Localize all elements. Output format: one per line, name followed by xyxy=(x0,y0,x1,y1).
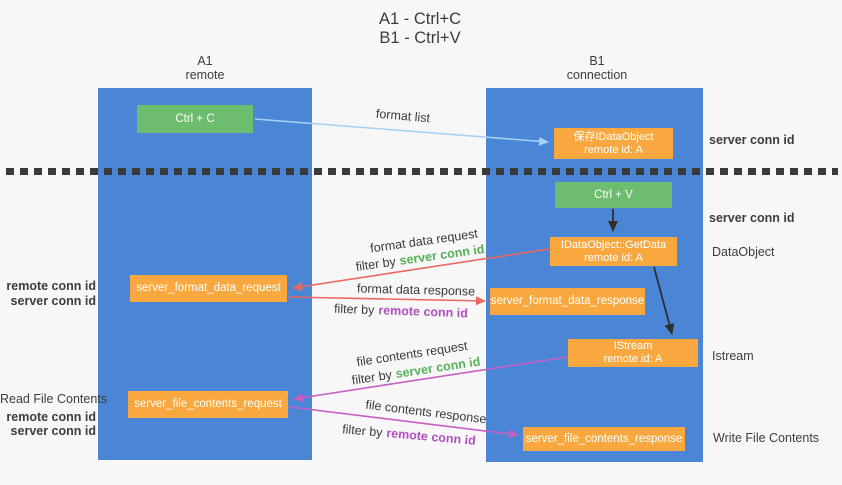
node-server-file-contents-response-label: server_file_contents_response xyxy=(525,432,683,445)
node-idataobject-getdata-line1: IDataObject::GetData xyxy=(560,238,667,251)
node-server-file-contents-response: server_file_contents_response xyxy=(523,427,685,451)
arrow-file-contents-request xyxy=(293,356,568,403)
lane-b1-role: connection xyxy=(566,68,628,82)
diagram-title: A1 - Ctrl+C B1 - Ctrl+V xyxy=(300,10,540,48)
filter-by-text: filter by xyxy=(333,301,375,318)
arrow-format-data-response xyxy=(288,296,486,306)
node-save-idataobject-line1: 保存IDataObject xyxy=(573,130,654,143)
lane-header-b1: B1 connection xyxy=(547,54,647,82)
left-label-remote-conn-id-2: remote conn id xyxy=(6,410,96,424)
right-label-write-file-contents: Write File Contents xyxy=(713,431,820,445)
arrow-file-contents-response xyxy=(289,406,519,439)
node-save-idataobject-line2: remote id: A xyxy=(584,143,643,156)
node-istream-line2: remote id: A xyxy=(603,353,663,365)
arrow-format-list xyxy=(254,118,549,146)
left-label-remote-conn-id-1: remote conn id xyxy=(6,279,96,293)
node-ctrl-c: Ctrl + C xyxy=(137,105,253,133)
arrow-format-data-request xyxy=(292,248,550,292)
node-ctrl-v-label: Ctrl + V xyxy=(594,188,633,201)
node-server-format-data-response: server_format_data_response xyxy=(490,288,645,315)
title-line-1: A1 - Ctrl+C xyxy=(378,10,462,28)
left-label-server-conn-id-1: server conn id xyxy=(10,294,96,308)
lane-header-a1: A1 remote xyxy=(155,54,255,82)
dotted-divider-line xyxy=(6,168,838,175)
node-istream-line1: IStream xyxy=(613,340,653,352)
node-idataobject-getdata-line2: remote id: A xyxy=(584,251,643,264)
right-label-dataobject: DataObject xyxy=(712,245,775,259)
right-label-server-conn-id-2: server conn id xyxy=(709,211,795,225)
lane-a1-name: A1 xyxy=(197,54,213,68)
node-server-format-data-request-label: server_format_data_request xyxy=(136,282,281,294)
node-ctrl-v: Ctrl + V xyxy=(555,182,672,208)
left-label-server-conn-id-2: server conn id xyxy=(10,424,96,438)
node-server-file-contents-request-label: server_file_contents_request xyxy=(134,398,282,410)
right-label-server-conn-id-1: server conn id xyxy=(709,133,795,147)
right-label-istream: Istream xyxy=(712,349,754,363)
lane-b1-name: B1 xyxy=(589,54,605,68)
node-save-idataobject: 保存IDataObject remote id: A xyxy=(554,128,673,159)
node-ctrl-c-label: Ctrl + C xyxy=(175,112,215,125)
title-line-2: B1 - Ctrl+V xyxy=(379,29,461,47)
node-server-format-data-response-label: server_format_data_response xyxy=(490,295,645,307)
lane-a1-role: remote xyxy=(185,68,225,82)
node-server-file-contents-request: server_file_contents_request xyxy=(128,391,288,418)
node-server-format-data-request: server_format_data_request xyxy=(130,275,287,302)
node-istream: IStream remote id: A xyxy=(568,339,698,367)
arrow-getdata-to-istream xyxy=(653,266,675,335)
node-idataobject-getdata: IDataObject::GetData remote id: A xyxy=(550,237,677,266)
left-label-read-file-contents: Read File Contents xyxy=(0,392,108,406)
